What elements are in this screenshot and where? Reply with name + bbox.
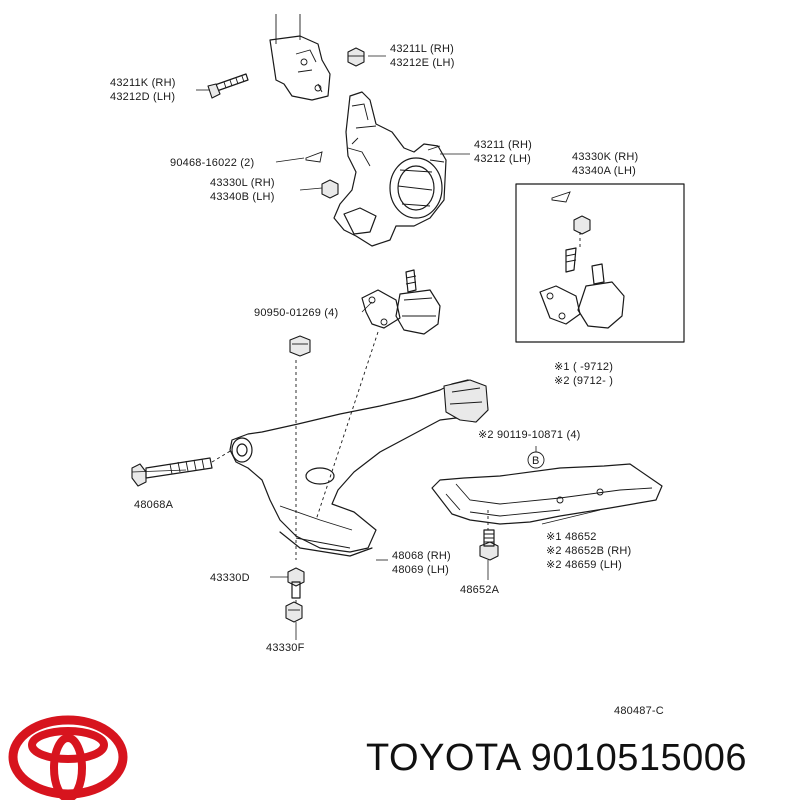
toyota-logo-icon — [8, 715, 128, 802]
bolt-48652A — [479, 529, 499, 561]
label-90119: ※2 90119-10871 (4) — [478, 429, 581, 441]
label-43340A: 43340A (LH) — [572, 165, 636, 177]
diagram-reference-code: 480487-C — [614, 705, 664, 717]
label-43330D: 43330D — [210, 572, 250, 584]
nut-43330L — [321, 179, 339, 199]
label-43212D: 43212D (LH) — [110, 91, 175, 103]
logo-vertical-ring — [50, 734, 86, 802]
logo-horizontal-ring — [28, 727, 108, 763]
lower-control-arm — [229, 379, 489, 557]
label-43340B: 43340B (LH) — [210, 191, 275, 203]
label-43330F: 43330F — [266, 642, 305, 654]
label-43211: 43211 (RH) — [474, 139, 532, 151]
steering-knuckle — [333, 91, 447, 247]
label-48069: 48069 (LH) — [392, 564, 449, 576]
nut-43211L — [347, 47, 365, 67]
label-90950: 90950-01269 (4) — [254, 307, 338, 319]
label-48068A: 48068A — [134, 499, 174, 511]
label-90468: 90468-16022 (2) — [170, 157, 254, 169]
bolt-43330D — [287, 567, 305, 599]
bracket-48652 — [431, 463, 663, 525]
label-43330K: 43330K (RH) — [572, 151, 638, 163]
label-43212: 43212 (LH) — [474, 153, 531, 165]
inset-box — [515, 183, 685, 343]
leader-lines — [131, 55, 601, 640]
alignment-lines — [211, 232, 581, 606]
label-43211K: 43211K (RH) — [110, 77, 176, 89]
callout-labels: 43211K (RH) 43212D (LH) 43211L (RH) 4321… — [110, 43, 664, 717]
label-43211L: 43211L (RH) — [390, 43, 454, 55]
brand-caption: TOYOTA 9010515006 — [366, 737, 748, 779]
clip-90468 — [305, 151, 323, 163]
bolt-48068A — [131, 457, 213, 487]
label-48659: ※2 48659 (LH) — [546, 559, 622, 571]
ball-joint — [361, 269, 441, 335]
bushing-90950 — [289, 335, 311, 357]
nut-43330F — [285, 601, 303, 623]
label-43212E: 43212E (LH) — [390, 57, 455, 69]
label-43330L: 43330L (RH) — [210, 177, 275, 189]
label-48652A: 48652A — [460, 584, 500, 596]
label-note-1: ※1 ( -9712) — [554, 361, 613, 373]
label-48652: ※1 48652 — [546, 531, 597, 543]
strut-outline — [269, 14, 331, 101]
marker-b-circle — [527, 451, 545, 469]
label-b: B — [532, 455, 540, 467]
label-48068: 48068 (RH) — [392, 550, 451, 562]
label-48652B: ※2 48652B (RH) — [546, 545, 631, 557]
label-note-2: ※2 (9712- ) — [554, 375, 613, 387]
bolt-43211K — [207, 73, 249, 99]
